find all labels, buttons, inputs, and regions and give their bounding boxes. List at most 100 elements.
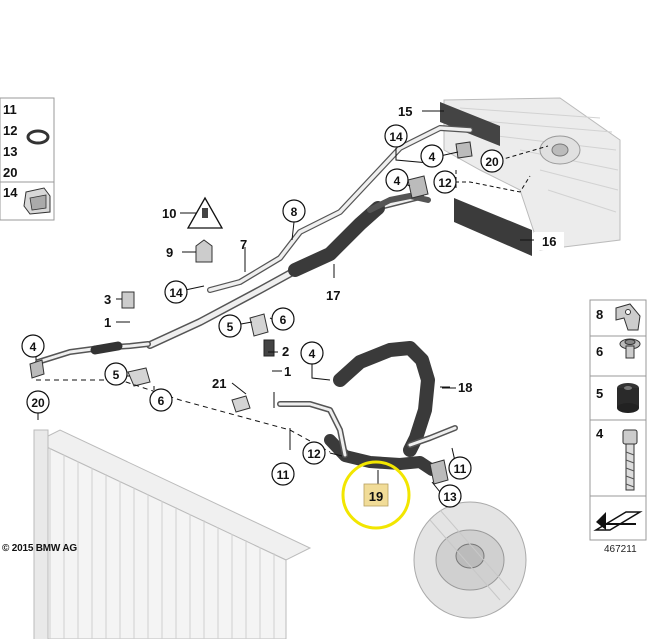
callout-19-label: 19 (369, 489, 383, 504)
callout-12-bottom-label: 12 (307, 447, 321, 461)
callout-4-top-label: 4 (429, 150, 436, 164)
callout-14-mid: 14 (164, 280, 188, 304)
callout-4-center: 4 (300, 341, 324, 365)
callout-18-label: 18 (458, 380, 472, 395)
callout-9: 9 (166, 245, 173, 260)
callout-5-left: 5 (104, 362, 128, 386)
callout-20-left: 20 (26, 390, 50, 414)
legend-label-6: 6 (596, 344, 603, 359)
legend-label-8: 8 (596, 307, 603, 322)
small-parts (29, 141, 473, 485)
callout-4-center-label: 4 (309, 347, 316, 361)
seal-16-shape (454, 198, 532, 256)
callout-5-left-label: 5 (113, 368, 120, 382)
copyright-text: © 2015 BMW AG (2, 543, 77, 554)
callout-15: 15 (396, 102, 422, 120)
callout-12-top-label: 12 (438, 176, 452, 190)
bolt-icon (622, 429, 638, 491)
seal-13-shape (429, 459, 449, 485)
highlight-box (363, 483, 389, 507)
callout-16-label: 16 (542, 234, 556, 249)
legend-label-5: 5 (596, 386, 603, 401)
callout-2-label: 2 (282, 344, 289, 359)
callout-14-mid-label: 14 (169, 286, 183, 300)
callout-8-label: 8 (291, 205, 298, 219)
callout-11-left-label: 11 (277, 468, 290, 482)
legend-label-11: 11 (3, 102, 17, 117)
bracket-icon (615, 303, 641, 331)
callout-1-left: 1 (104, 315, 111, 330)
callout-17-label: 17 (326, 288, 340, 303)
callout-11-right-label: 11 (454, 462, 467, 476)
legend-label-14: 14 (3, 185, 18, 200)
callout-5-right-label: 5 (227, 320, 234, 334)
bolt-4-mid-shape (407, 175, 429, 199)
valve-3-shape (121, 291, 135, 309)
callout-16: 16 (534, 232, 564, 250)
callout-20-top-label: 20 (485, 155, 499, 169)
callout-2: 2 (282, 344, 289, 359)
leader-lines (35, 110, 549, 493)
callout-11-right: 11 (448, 456, 472, 480)
pressure-switch-9-shape (195, 239, 213, 263)
callout-4-mid: 4 (385, 168, 409, 192)
callout-13: 13 (438, 484, 462, 508)
clip-21-shape (231, 395, 251, 413)
callout-1-right: 1 (284, 364, 291, 379)
legend-label-4: 4 (596, 426, 604, 441)
callout-6-right-label: 6 (280, 313, 287, 327)
warning-triangle-icon (186, 196, 224, 229)
diagram-number: 467211 (604, 544, 637, 555)
callout-4-mid-label: 4 (394, 174, 401, 188)
callout-4-top: 4 (420, 144, 444, 168)
callout-10-label: 10 (162, 206, 176, 221)
legend-label-20: 20 (3, 165, 17, 180)
square-callouts: 15 16 17 18 7 9 10 3 1 2 1 (104, 102, 564, 395)
callout-12-bottom: 12 (302, 441, 326, 465)
bolt-4-left-shape (29, 359, 45, 379)
callout-14-top: 14 (384, 124, 408, 148)
legend-label-13: 13 (3, 144, 17, 159)
callout-6-left-label: 6 (158, 394, 165, 408)
condenser (33, 429, 312, 641)
compressor (413, 501, 527, 619)
callout-21: 21 (212, 376, 226, 391)
callout-17: 17 (326, 288, 340, 303)
callout-20-top: 20 (480, 149, 504, 173)
callout-4-left-label: 4 (30, 340, 37, 354)
rubber-grommet-icon (617, 383, 639, 413)
o-ring-icon (26, 129, 50, 145)
clip-icon (23, 187, 51, 215)
callout-3: 3 (104, 292, 111, 307)
legend-label-12: 12 (3, 123, 17, 138)
callout-4-left: 4 (21, 334, 45, 358)
washer-bolt-icon (619, 338, 641, 359)
left-legend: 11 12 13 20 14 (0, 97, 55, 221)
callout-20-left-label: 20 (31, 396, 45, 410)
callout-10: 10 (162, 206, 176, 221)
callout-6-left: 6 (149, 388, 173, 412)
cap-2-shape (263, 339, 275, 357)
callout-14-top-label: 14 (389, 130, 403, 144)
callout-7-label: 7 (240, 237, 247, 252)
callout-18: 18 (442, 380, 472, 395)
bolt-4-top-shape (455, 141, 473, 159)
bracket-5-right-shape (249, 313, 269, 337)
right-legend: 8 6 5 4 (589, 299, 647, 541)
callout-5-right: 5 (218, 314, 242, 338)
callout-9-label: 9 (166, 245, 173, 260)
arrow-icon (593, 511, 643, 531)
callout-15-label: 15 (398, 104, 412, 119)
highlight-ring (341, 460, 411, 530)
callout-3-label: 3 (104, 292, 111, 307)
callout-12-top: 12 (433, 170, 457, 194)
callouts: 14 4 20 4 12 8 14 5 (21, 124, 504, 508)
callout-8: 8 (282, 199, 306, 223)
hvac-housing (440, 97, 621, 256)
callout-21-label: 21 (212, 376, 226, 391)
callout-6-right: 6 (271, 307, 295, 331)
callout-11-left: 11 (271, 462, 295, 486)
highlight-19: 19 (341, 460, 411, 530)
